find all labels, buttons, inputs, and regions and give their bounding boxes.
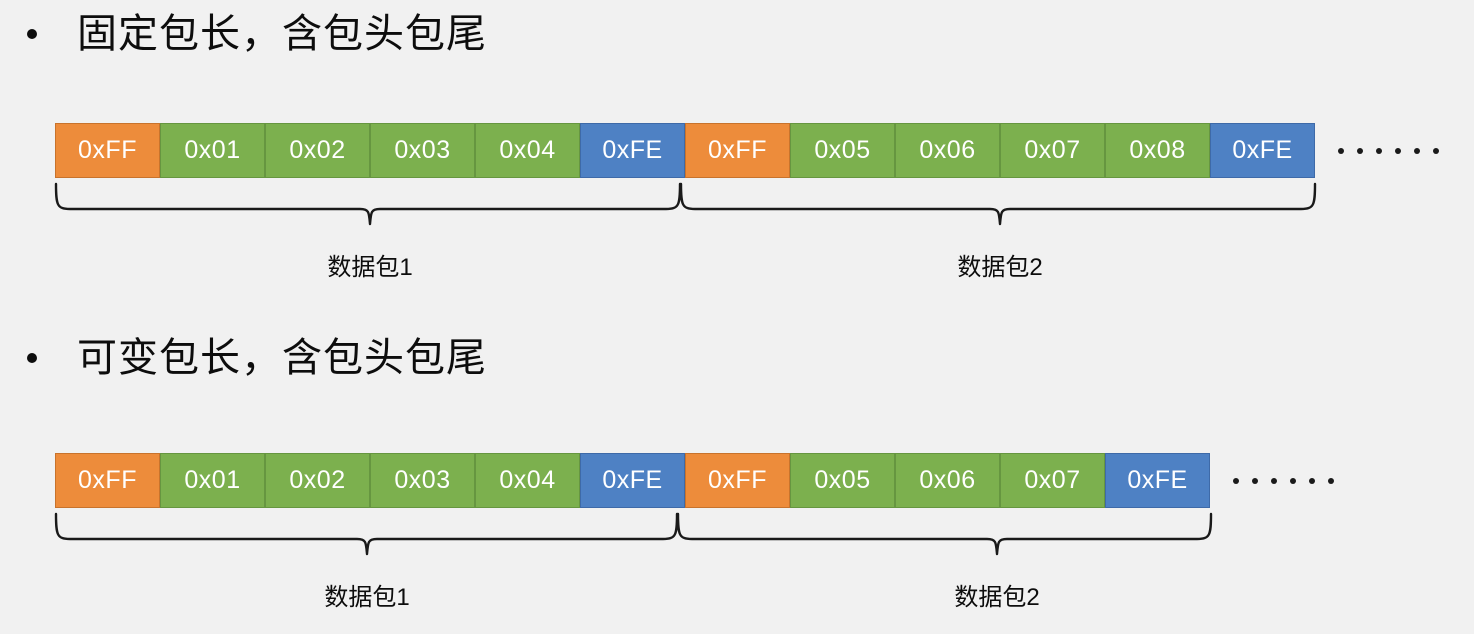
brace-packet-2-row-2 xyxy=(676,512,1213,556)
heading-variable-length: 可变包长，含包头包尾 xyxy=(22,330,487,386)
packet-cell: 0xFF xyxy=(685,453,790,508)
heading-fixed-length: 固定包长，含包头包尾 xyxy=(22,6,487,62)
packet-cell: 0xFF xyxy=(55,123,160,178)
packet-cell: 0x02 xyxy=(265,453,370,508)
packet-cell: 0x05 xyxy=(790,123,895,178)
packet-cell: 0x03 xyxy=(370,453,475,508)
packet-cell: 0x06 xyxy=(895,123,1000,178)
packet-cell: 0xFE xyxy=(1210,123,1315,178)
packet-cell: 0x04 xyxy=(475,453,580,508)
packet-cell: 0x06 xyxy=(895,453,1000,508)
packet-cell: 0xFF xyxy=(55,453,160,508)
brace-label-packet-1: 数据包1 xyxy=(327,254,413,281)
brace-label-packet-2: 数据包2 xyxy=(957,254,1043,281)
packet-cell: 0x05 xyxy=(790,453,895,508)
packet-cell: 0xFE xyxy=(580,123,685,178)
packet-cell: 0x03 xyxy=(370,123,475,178)
packet-cell: 0x07 xyxy=(1000,123,1105,178)
ellipsis-icon xyxy=(1233,453,1334,508)
brace-packet-1-row-1 xyxy=(54,182,682,226)
heading-text: 可变包长，含包头包尾 xyxy=(77,336,487,380)
packet-cell: 0x08 xyxy=(1105,123,1210,178)
ellipsis-icon xyxy=(1338,123,1439,178)
brace-packet-2-row-1 xyxy=(679,182,1317,226)
packet-strip-fixed-length: 0xFF 0x01 0x02 0x03 0x04 0xFE 0xFF 0x05 … xyxy=(55,123,1315,178)
packet-cell: 0xFF xyxy=(685,123,790,178)
packet-cell: 0xFE xyxy=(580,453,685,508)
brace-label-packet-1: 数据包1 xyxy=(324,584,410,611)
packet-cell: 0x01 xyxy=(160,123,265,178)
packet-cell: 0x04 xyxy=(475,123,580,178)
packet-cell: 0x07 xyxy=(1000,453,1105,508)
packet-cell: 0x01 xyxy=(160,453,265,508)
bullet-icon xyxy=(27,353,37,363)
heading-text: 固定包长，含包头包尾 xyxy=(77,12,487,56)
packet-strip-variable-length: 0xFF 0x01 0x02 0x03 0x04 0xFE 0xFF 0x05 … xyxy=(55,453,1210,508)
brace-label-packet-2: 数据包2 xyxy=(954,584,1040,611)
brace-packet-1-row-2 xyxy=(54,512,679,556)
bullet-icon xyxy=(27,29,37,39)
packet-cell: 0xFE xyxy=(1105,453,1210,508)
packet-cell: 0x02 xyxy=(265,123,370,178)
